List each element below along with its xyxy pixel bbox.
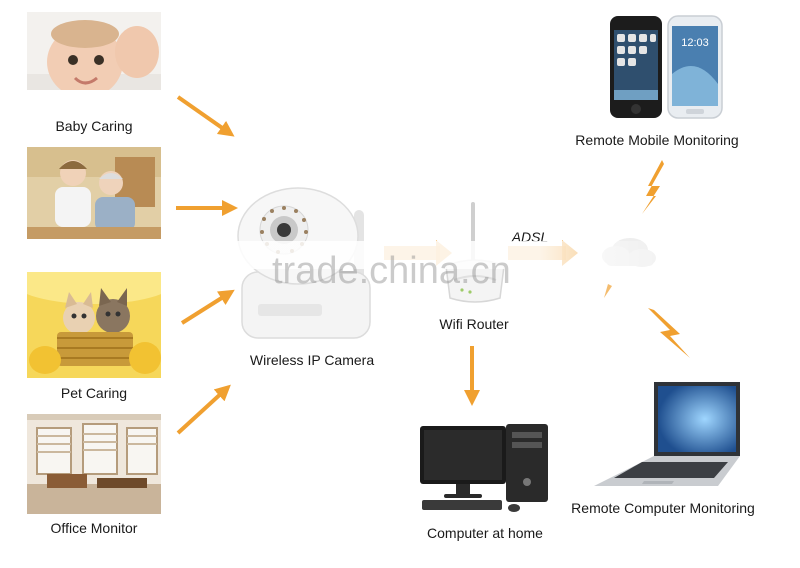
arrow-baby-to-camera	[176, 95, 235, 137]
baby-photo	[27, 12, 161, 110]
lightning-bolt-computer	[648, 308, 690, 358]
watermark-text: trade.china.cn	[272, 250, 511, 292]
remote-laptop-image	[592, 380, 742, 490]
computer-at-home-label: Computer at home	[427, 525, 543, 541]
home-computer-image	[418, 422, 552, 516]
arrow-pet-to-camera	[180, 289, 235, 325]
office-photo	[27, 414, 161, 514]
arrow-office-to-camera	[176, 384, 231, 435]
remote-computer-monitoring-label: Remote Computer Monitoring	[571, 500, 755, 516]
office-monitor-label: Office Monitor	[50, 520, 138, 536]
mobile-phones-image: 12:03	[606, 14, 726, 120]
wireless-ip-camera-label: Wireless IP Camera	[249, 352, 375, 368]
baby-caring-label: Baby Caring	[55, 118, 133, 134]
elderly-photo	[27, 147, 161, 239]
pet-caring-label: Pet Caring	[60, 385, 128, 401]
pet-photo	[27, 272, 161, 378]
wifi-router-label: Wifi Router	[439, 316, 509, 332]
watermark-band	[20, 241, 670, 269]
remote-mobile-monitoring-label: Remote Mobile Monitoring	[575, 132, 739, 148]
lightning-bolt-mobile	[642, 160, 664, 214]
phone-clock-text: 12:03	[681, 37, 709, 49]
